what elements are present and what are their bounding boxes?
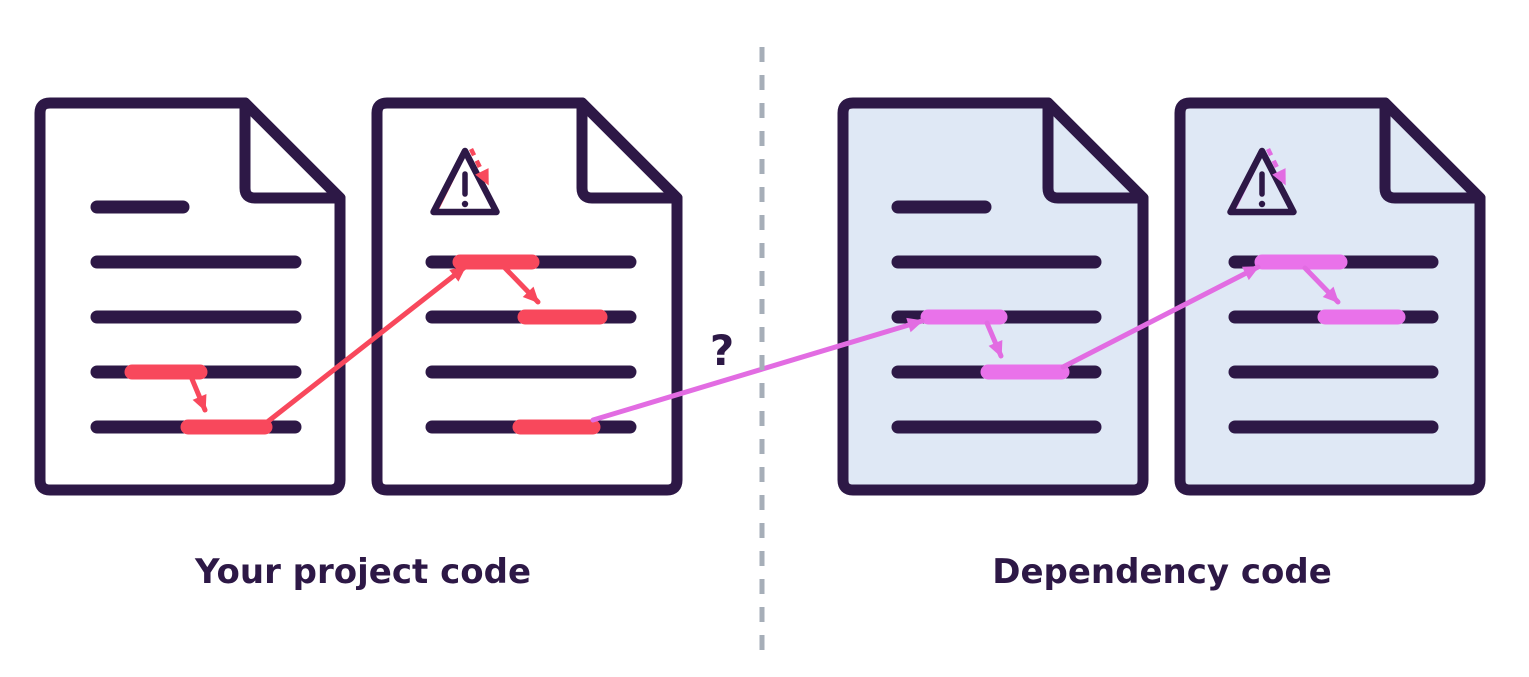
- connector-dependency-doc1-to-doc2: [1060, 264, 1261, 370]
- right-section-label: Dependency code: [992, 552, 1332, 592]
- warning-dashed-arrow: [468, 148, 491, 186]
- project-document-2: [371, 97, 683, 496]
- folded-corner: [1379, 97, 1486, 204]
- question-mark: ?: [710, 326, 734, 375]
- dependency-document-1: [837, 97, 1149, 496]
- dependency-document-2: [1174, 97, 1486, 496]
- folded-corner: [239, 97, 346, 204]
- highlighted-code-segments: [920, 309, 1070, 380]
- folded-corner: [1042, 97, 1149, 204]
- left-section-label: Your project code: [194, 552, 531, 592]
- highlighted-code-segments: [124, 364, 273, 435]
- change-flow-arrow: [984, 320, 1004, 359]
- highlighted-code-segments: [452, 254, 608, 435]
- highlighted-code-segments: [1254, 254, 1406, 325]
- change-flow-arrow: [502, 265, 541, 305]
- warning-icon: [1227, 147, 1297, 216]
- warning-dashed-arrow: [1265, 148, 1288, 186]
- change-flow-arrow: [1302, 265, 1341, 305]
- folded-corner: [576, 97, 683, 204]
- warning-icon: [430, 147, 500, 216]
- project-document-1: [34, 97, 346, 496]
- connector-project-to-dependency: [590, 317, 925, 423]
- connector-project-doc1-to-doc2: [263, 264, 468, 426]
- change-flow-arrow: [189, 376, 208, 413]
